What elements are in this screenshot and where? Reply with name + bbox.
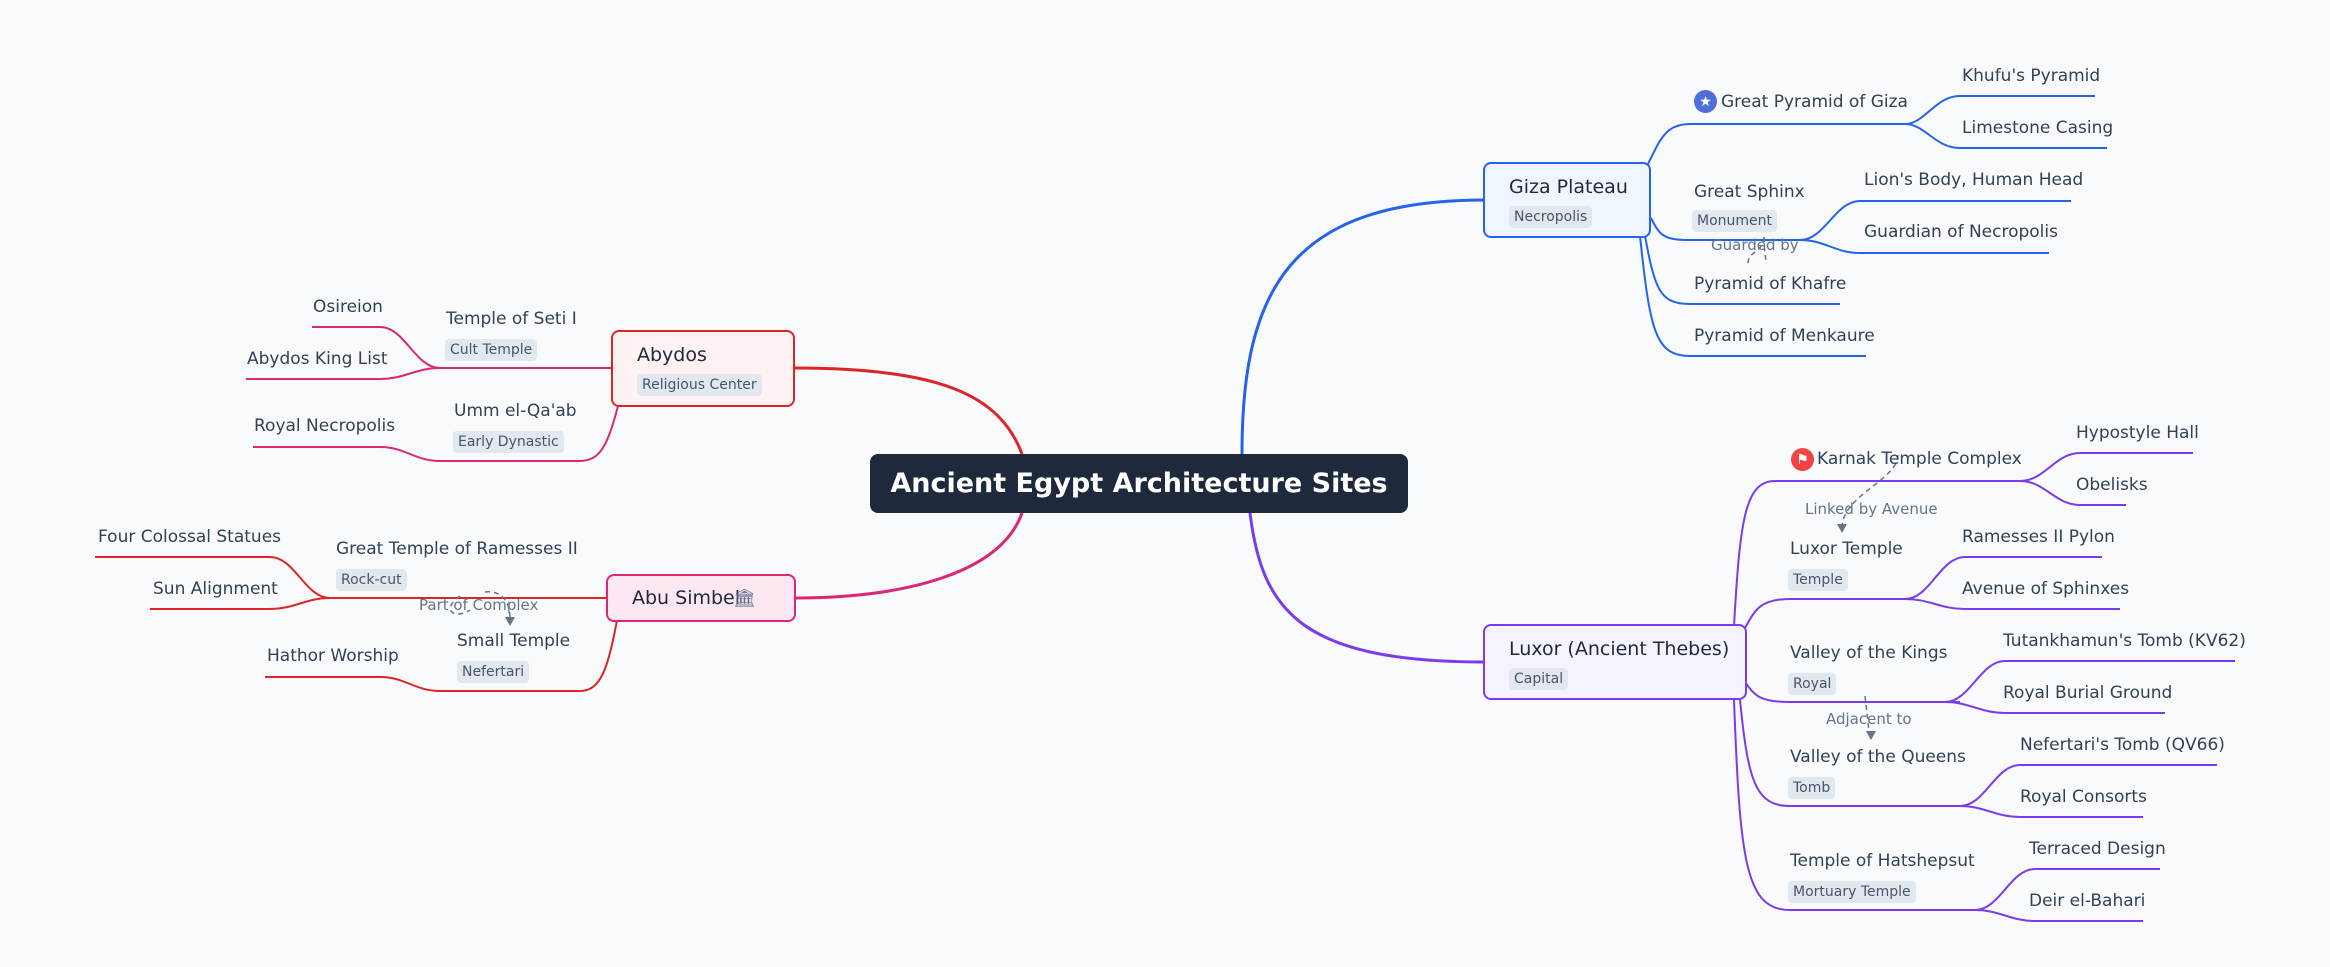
node-tag: Mortuary Temple bbox=[1788, 881, 1916, 903]
node-hathor[interactable]: Hathor Worship bbox=[267, 646, 399, 666]
node-deir[interactable]: Deir el-Bahari bbox=[2029, 891, 2146, 911]
node-royal-burial[interactable]: Royal Burial Ground bbox=[2003, 683, 2173, 703]
node-casing[interactable]: Limestone Casing bbox=[1962, 118, 2114, 138]
node-hypostyle[interactable]: Hypostyle Hall bbox=[2076, 423, 2199, 443]
central-topic[interactable]: Ancient Egypt Architecture Sites bbox=[870, 454, 1408, 513]
relation-label: Linked by Avenue bbox=[1805, 500, 1938, 518]
node-colossal[interactable]: Four Colossal Statues bbox=[98, 527, 282, 547]
relation-label: Adjacent to bbox=[1826, 710, 1912, 728]
flag-icon: ⚑ bbox=[1791, 448, 1814, 471]
node-kinglist[interactable]: Abydos King List bbox=[247, 349, 388, 369]
node-luxor-temple[interactable]: Luxor Temple bbox=[1790, 539, 1903, 559]
node-great-pyramid[interactable]: Great Pyramid of Giza bbox=[1721, 92, 1908, 112]
branch-label: Abydos bbox=[637, 344, 707, 366]
node-karnak[interactable]: Karnak Temple Complex bbox=[1817, 449, 2022, 469]
branch-abydos[interactable]: Abydos Religious Center bbox=[611, 330, 795, 407]
node-menkaure[interactable]: Pyramid of Menkaure bbox=[1694, 326, 1875, 346]
node-tut[interactable]: Tutankhamun's Tomb (KV62) bbox=[2003, 631, 2246, 651]
node-nefertari-tomb[interactable]: Nefertari's Tomb (QV66) bbox=[2020, 735, 2225, 755]
branch-tag: Religious Center bbox=[637, 374, 762, 396]
node-ramesses[interactable]: Great Temple of Ramesses II bbox=[336, 539, 578, 559]
node-kings[interactable]: Valley of the Kings bbox=[1790, 643, 1948, 663]
node-tag: Tomb bbox=[1788, 777, 1836, 799]
node-tag: Monument bbox=[1692, 210, 1778, 232]
node-guardian[interactable]: Guardian of Necropolis bbox=[1864, 222, 2058, 242]
node-queens[interactable]: Valley of the Queens bbox=[1790, 747, 1966, 767]
node-tag: Rock-cut bbox=[336, 569, 407, 591]
branch-tag: Capital bbox=[1509, 668, 1569, 690]
node-sphinx[interactable]: Great Sphinx bbox=[1694, 182, 1805, 202]
node-avenue[interactable]: Avenue of Sphinxes bbox=[1962, 579, 2130, 599]
branch-giza-plateau[interactable]: Giza Plateau Necropolis bbox=[1483, 162, 1651, 238]
branch-luxor[interactable]: Luxor (Ancient Thebes) Capital bbox=[1483, 624, 1747, 700]
node-sun[interactable]: Sun Alignment bbox=[153, 579, 278, 599]
relation-label: Guarded by bbox=[1711, 236, 1799, 254]
branch-abu-simbel[interactable]: Abu Simbel bbox=[606, 574, 796, 622]
node-hatshepsut[interactable]: Temple of Hatshepsut bbox=[1790, 851, 1975, 871]
node-khafre[interactable]: Pyramid of Khafre bbox=[1694, 274, 1847, 294]
node-tag: Royal bbox=[1788, 673, 1837, 695]
branch-label: Abu Simbel bbox=[632, 587, 741, 609]
node-osireion[interactable]: Osireion bbox=[313, 297, 383, 317]
node-obelisks[interactable]: Obelisks bbox=[2076, 475, 2148, 495]
star-icon: ★ bbox=[1694, 90, 1717, 113]
node-small-temple[interactable]: Small Temple bbox=[457, 631, 571, 651]
node-lion[interactable]: Lion's Body, Human Head bbox=[1864, 170, 2084, 190]
node-tag: Nefertari bbox=[457, 661, 530, 683]
relation-label: Part of Complex bbox=[419, 596, 539, 614]
node-seti[interactable]: Temple of Seti I bbox=[446, 309, 577, 329]
node-tag: Temple bbox=[1788, 569, 1848, 591]
branch-label: Giza Plateau bbox=[1509, 176, 1628, 198]
node-khufu[interactable]: Khufu's Pyramid bbox=[1962, 66, 2101, 86]
node-pylon[interactable]: Ramesses II Pylon bbox=[1962, 527, 2115, 547]
node-terraced[interactable]: Terraced Design bbox=[2029, 839, 2166, 859]
branch-label: Luxor (Ancient Thebes) bbox=[1509, 638, 1730, 660]
node-tag: Early Dynastic bbox=[453, 431, 564, 453]
node-umm[interactable]: Umm el-Qa'ab bbox=[454, 401, 577, 421]
node-tag: Cult Temple bbox=[445, 339, 538, 361]
temple-icon: 🏛 bbox=[733, 588, 756, 609]
node-consorts[interactable]: Royal Consorts bbox=[2020, 787, 2147, 807]
node-royal-necropolis[interactable]: Royal Necropolis bbox=[254, 416, 396, 436]
branch-tag: Necropolis bbox=[1509, 206, 1593, 228]
